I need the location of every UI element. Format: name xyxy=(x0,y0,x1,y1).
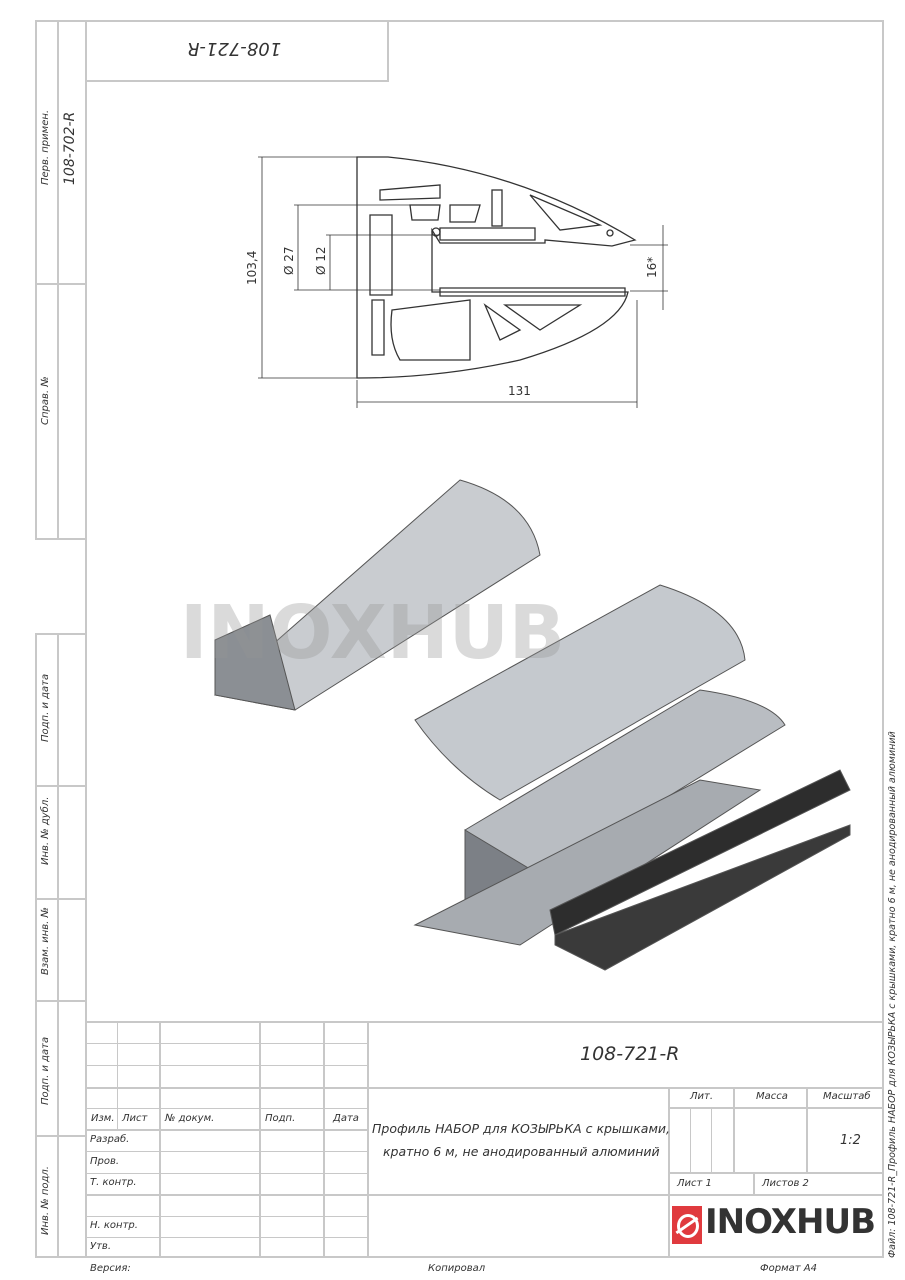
strip-line xyxy=(35,633,37,1258)
tb-line xyxy=(87,1087,884,1089)
top-code-box: 108-721-R xyxy=(87,22,389,82)
footer-version: Версия: xyxy=(90,1263,131,1274)
strip-line xyxy=(57,20,59,540)
frame-bottom xyxy=(35,1256,884,1258)
role-t-kontr: Т. контр. xyxy=(90,1177,137,1188)
designation: 108-721-R xyxy=(580,1043,680,1065)
strip-line xyxy=(35,898,87,900)
frame-right xyxy=(882,20,884,1258)
sheet-number: Лист 1 xyxy=(677,1178,712,1189)
tb-line xyxy=(806,1087,808,1173)
scale-label: Масштаб xyxy=(823,1091,871,1102)
header-izm: Изм. xyxy=(91,1113,115,1124)
strip-line xyxy=(57,633,59,1258)
tb-line xyxy=(87,1129,367,1131)
strip-line xyxy=(35,283,87,285)
profile-section xyxy=(356,156,637,379)
tb-line xyxy=(87,1237,367,1238)
lit-label: Лит. xyxy=(690,1091,714,1102)
tb-line xyxy=(87,1194,884,1196)
tb-line xyxy=(87,1043,367,1044)
tb-line xyxy=(323,1021,325,1258)
strip-line xyxy=(35,1000,87,1002)
dim-height: 103,4 xyxy=(245,250,259,285)
footer-copied: Копировал xyxy=(428,1263,486,1274)
file-note: Файл: 108-721-R_Профиль НАБОР для КОЗЫРЬ… xyxy=(887,731,898,1258)
header-podp: Подп. xyxy=(265,1113,296,1124)
logo-mark-icon xyxy=(672,1206,702,1244)
header-data: Дата xyxy=(333,1113,359,1124)
header-list: Лист xyxy=(122,1113,148,1124)
tb-line xyxy=(87,1173,367,1174)
tb-line xyxy=(87,1108,367,1109)
tb-line xyxy=(367,1021,369,1258)
frame-left xyxy=(85,20,87,1258)
dim-d12: Ø 12 xyxy=(314,246,328,275)
role-razrab: Разраб. xyxy=(90,1134,130,1145)
tb-line xyxy=(711,1108,712,1173)
tb-line xyxy=(668,1172,884,1174)
header-doc: № докум. xyxy=(165,1113,215,1124)
strip-line xyxy=(35,1135,87,1137)
tb-line xyxy=(733,1087,735,1173)
dim-16: 16* xyxy=(645,256,659,278)
tb-line xyxy=(259,1021,261,1258)
strip-line xyxy=(35,20,37,540)
tb-line xyxy=(753,1173,755,1195)
frame-top xyxy=(35,20,884,22)
iso-view xyxy=(213,479,851,971)
tb-line xyxy=(690,1108,691,1173)
watermark: INOXHUB xyxy=(180,590,566,676)
tb-line xyxy=(668,1107,884,1109)
dim-width: 131 xyxy=(508,384,531,398)
role-utv: Утв. xyxy=(90,1241,111,1252)
role-n-kontr: Н. контр. xyxy=(90,1220,138,1231)
tb-line xyxy=(87,1021,884,1023)
role-prov: Пров. xyxy=(90,1156,120,1167)
footer-format: Формат А4 xyxy=(760,1263,817,1274)
tb-line xyxy=(159,1021,161,1258)
strip-line xyxy=(35,538,87,540)
scale-value: 1:2 xyxy=(840,1133,861,1148)
mass-label: Масса xyxy=(756,1091,788,1102)
tb-line xyxy=(87,1065,367,1066)
strip-line xyxy=(35,785,87,787)
strip-line xyxy=(35,633,87,635)
tb-line xyxy=(87,1216,367,1217)
description-line2: кратно 6 м, не анодированный алюминий xyxy=(383,1144,660,1159)
sheets-total: Листов 2 xyxy=(762,1178,809,1189)
description-line1: Профиль НАБОР для КОЗЫРЬКА с крышками, xyxy=(372,1121,670,1136)
dim-d27: Ø 27 xyxy=(282,246,296,275)
dimension-lines xyxy=(258,156,668,408)
logo-text: INOXHUB xyxy=(705,1202,876,1242)
tb-line xyxy=(87,1151,367,1152)
tb-line xyxy=(117,1021,118,1130)
